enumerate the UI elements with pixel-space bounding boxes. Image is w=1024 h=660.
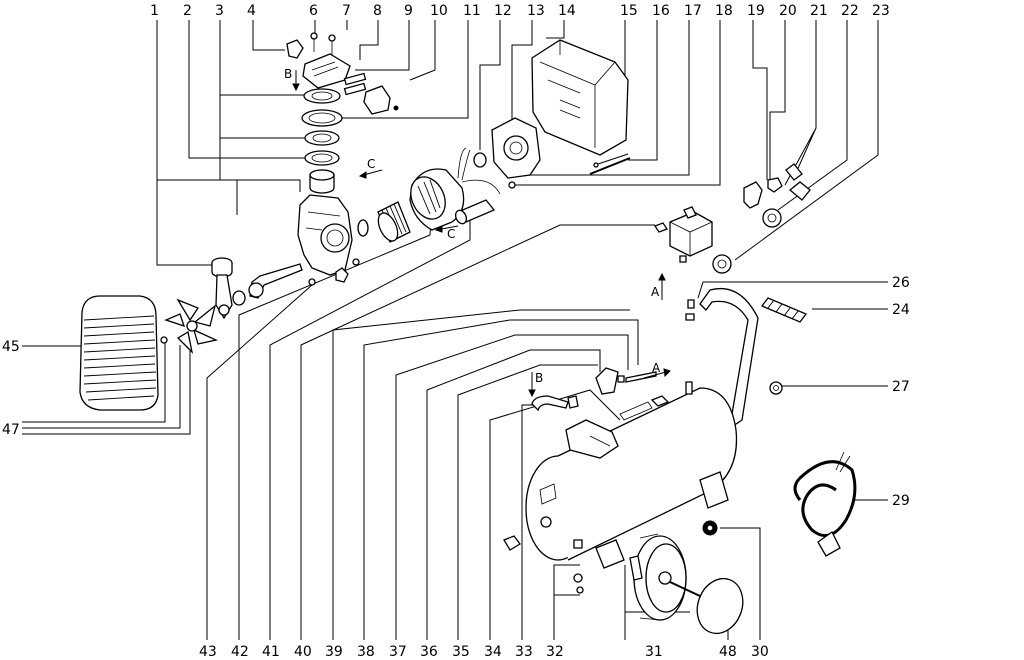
flow-marker-c-lower: C (434, 225, 459, 241)
callout-41: 41 (262, 644, 280, 660)
motor-stator (409, 147, 501, 231)
callout-43: 43 (199, 644, 217, 660)
callout-35: 35 (452, 644, 470, 660)
air-pipe (531, 367, 657, 412)
callout-23: 23 (872, 3, 890, 19)
callout-17: 17 (684, 3, 702, 19)
callout-10: 10 (430, 3, 448, 19)
callout-4: 4 (247, 3, 256, 19)
callout-30: 30 (751, 644, 769, 660)
callout-27: 27 (892, 379, 910, 395)
callout-20: 20 (779, 3, 797, 19)
filter-element (760, 297, 808, 323)
flow-label-b-upper: B (284, 67, 292, 81)
callout-33: 33 (515, 644, 533, 660)
callout-40: 40 (294, 644, 312, 660)
end-shield (473, 117, 541, 189)
callout-14: 14 (558, 3, 576, 19)
callout-38: 38 (357, 644, 375, 660)
callout-29: 29 (892, 493, 910, 509)
callout-18: 18 (715, 3, 733, 19)
callout-12: 12 (494, 3, 512, 19)
power-cord (793, 451, 857, 557)
callout-3: 3 (215, 3, 224, 19)
flow-label-c-upper: C (367, 157, 375, 171)
flow-label-a-lower: A (652, 361, 661, 375)
top-callouts: 1 2 3 4 6 7 8 9 10 11 12 13 14 15 16 17 … (150, 3, 890, 19)
callout-26: 26 (892, 275, 910, 291)
flow-label-a-upper: A (651, 285, 660, 299)
side-callouts: 45 47 26 24 27 29 (2, 275, 910, 509)
flow-marker-b-upper: B (284, 67, 300, 92)
flow-marker-b-lower: B (528, 371, 543, 398)
crankshaft (248, 263, 303, 299)
fan-cover (79, 295, 159, 411)
plug-fitting (769, 381, 783, 395)
callout-47: 47 (2, 422, 20, 438)
tank-drain-parts (503, 535, 584, 594)
air-tank (525, 381, 738, 569)
callout-36: 36 (420, 644, 438, 660)
callout-32: 32 (546, 644, 564, 660)
flow-marker-a-lower: A (643, 361, 671, 379)
callout-7: 7 (342, 3, 351, 19)
flow-label-c-lower: C (447, 227, 455, 241)
callout-39: 39 (325, 644, 343, 660)
callout-48: 48 (719, 644, 737, 660)
fitting-26 (685, 299, 695, 321)
callout-42: 42 (231, 644, 249, 660)
tie-rod (589, 157, 631, 175)
flow-label-b-lower: B (535, 371, 543, 385)
callout-21: 21 (810, 3, 828, 19)
callout-45: 45 (2, 339, 20, 355)
callout-6: 6 (309, 3, 318, 19)
leader-lines (22, 20, 888, 640)
callout-24: 24 (892, 302, 910, 318)
fittings-right (712, 163, 811, 274)
callout-16: 16 (652, 3, 670, 19)
piston-conrod (211, 257, 246, 320)
hubcap (696, 577, 744, 635)
flow-marker-c-upper: C (358, 157, 383, 179)
wheel (629, 533, 701, 621)
fan (160, 298, 219, 354)
callout-9: 9 (404, 3, 413, 19)
motor-rotor (357, 201, 411, 243)
foot-grommet (702, 520, 718, 536)
callout-22: 22 (841, 3, 859, 19)
callout-37: 37 (389, 644, 407, 660)
bottom-callouts: 43 42 41 40 39 38 37 36 35 34 33 32 31 4… (199, 644, 769, 660)
callout-13: 13 (527, 3, 545, 19)
pressure-switch (654, 206, 713, 263)
crankcase (297, 194, 360, 286)
callout-34: 34 (484, 644, 502, 660)
callout-19: 19 (747, 3, 765, 19)
callout-11: 11 (463, 3, 481, 19)
callout-1: 1 (150, 3, 159, 19)
callout-31: 31 (645, 644, 663, 660)
callout-2: 2 (183, 3, 192, 19)
valve-plate-stack (286, 32, 399, 194)
shroud (531, 39, 629, 168)
callout-8: 8 (373, 3, 382, 19)
flow-marker-a-upper: A (651, 272, 666, 300)
capacitor (454, 199, 496, 225)
callout-15: 15 (620, 3, 638, 19)
